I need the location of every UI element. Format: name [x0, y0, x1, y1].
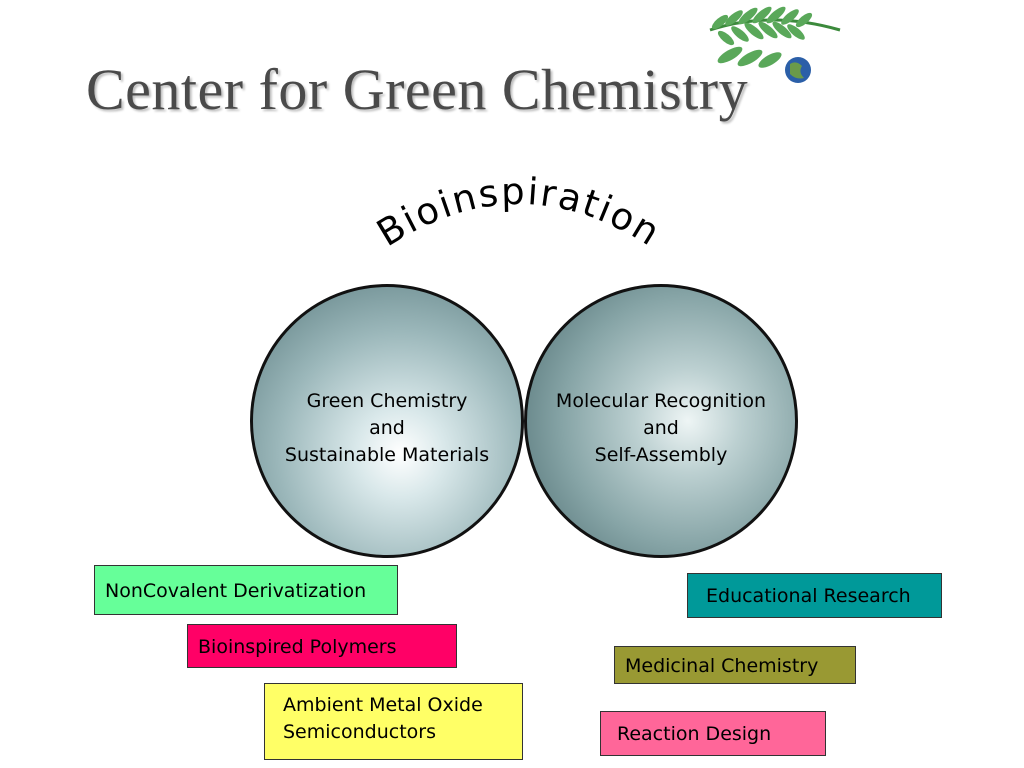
box-educational-research: Educational Research: [687, 573, 942, 618]
box-label: NonCovalent Derivatization: [105, 580, 367, 602]
circle-left-line: Sustainable Materials: [284, 444, 490, 466]
fern-globe-icon: [709, 6, 841, 83]
box-reaction-design: Reaction Design: [600, 711, 826, 756]
arc-label: Bioinspiration: [369, 170, 666, 255]
circle-left-line: Green Chemistry: [306, 390, 468, 412]
box-label: Reaction Design: [617, 723, 772, 745]
box-label-line: Semiconductors: [283, 721, 436, 743]
box-medicinal-chemistry: Medicinal Chemistry: [614, 646, 856, 684]
circle-right-line: Molecular Recognition: [555, 390, 767, 412]
box-label: Educational Research: [706, 585, 911, 607]
box-noncovalent-derivatization: NonCovalent Derivatization: [94, 565, 398, 615]
circle-green-chemistry: [250, 284, 524, 558]
box-label: Medicinal Chemistry: [625, 655, 819, 677]
page-title: Center for Green Chemistry: [86, 57, 749, 122]
circle-right-line: and: [643, 417, 679, 439]
circle-right-line: Self-Assembly: [594, 444, 728, 466]
box-bioinspired-polymers: Bioinspired Polymers: [187, 624, 457, 668]
circle-left-text: Green Chemistry and Sustainable Material…: [250, 388, 524, 469]
circle-left-line: and: [369, 417, 405, 439]
box-label-line: Ambient Metal Oxide: [283, 694, 483, 716]
circle-molecular-recognition: [524, 284, 798, 558]
box-ambient-metal-oxide: Ambient Metal Oxide Semiconductors: [264, 683, 523, 760]
box-label: Bioinspired Polymers: [198, 636, 397, 658]
svg-text:Bioinspiration: Bioinspiration: [369, 170, 668, 255]
circle-right-text: Molecular Recognition and Self-Assembly: [524, 388, 798, 469]
